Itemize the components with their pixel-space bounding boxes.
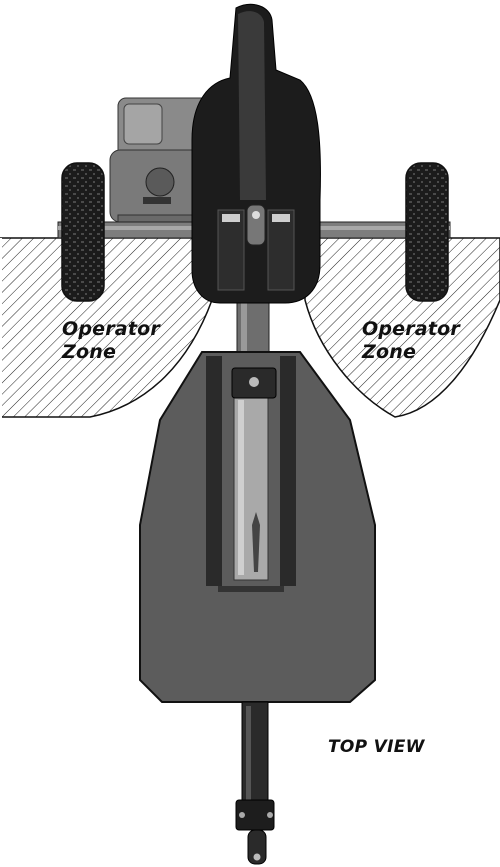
operator-zone-left-label: Operator Zone [62, 318, 160, 364]
foot-plate [139, 351, 376, 703]
operator-zone-right [304, 237, 500, 418]
view-label: TOP VIEW [328, 737, 425, 757]
pump-housing [191, 4, 321, 304]
left-wheel [61, 162, 105, 302]
zone-label-line2: Zone [362, 341, 417, 363]
zone-label-line1: Operator [62, 318, 160, 340]
operator-zone-right-label: Operator Zone [362, 318, 460, 364]
operator-zone-left [0, 237, 213, 418]
right-wheel [405, 162, 449, 302]
tow-tongue [235, 701, 275, 865]
zone-label-line2: Zone [62, 341, 117, 363]
zone-label-line1: Operator [362, 318, 460, 340]
